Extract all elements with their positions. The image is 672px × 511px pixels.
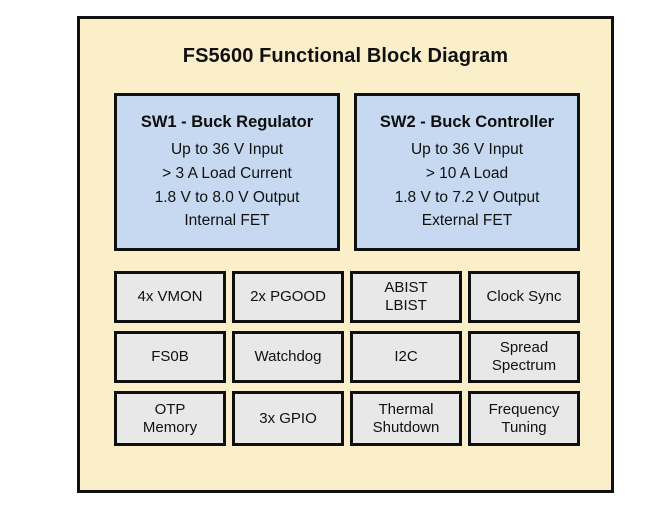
feature-block-label: FS0B bbox=[151, 348, 189, 365]
feature-block-pgood: 2x PGOOD bbox=[232, 271, 344, 323]
feature-block-label: Spread bbox=[499, 339, 549, 356]
feature-block-vmon: 4x VMON bbox=[114, 271, 226, 323]
feature-block-i2c: I2C bbox=[350, 331, 462, 383]
feature-block-label: 3x GPIO bbox=[259, 409, 317, 427]
feature-block-label: Tuning bbox=[501, 418, 547, 436]
feature-block-label: Shutdown bbox=[372, 418, 440, 436]
switcher-title-sw1: SW1 - Buck Regulator bbox=[140, 113, 314, 132]
switcher-block-sw2: SW2 - Buck Controller Up to 36 V Input > 1… bbox=[354, 93, 580, 251]
switcher-title-sw2: SW2 - Buck Controller bbox=[379, 113, 555, 132]
feature-block-label: 2x PGOOD bbox=[250, 288, 326, 305]
switcher-spec-line: > 10 A Load bbox=[425, 164, 509, 182]
feature-block-label: Memory bbox=[142, 418, 198, 436]
switcher-block-row: SW1 - Buck Regulator Up to 36 V Input > 3 … bbox=[114, 93, 580, 251]
switcher-spec-line: 1.8 V to 8.0 V Output bbox=[154, 188, 300, 206]
switcher-spec-line: Up to 36 V Input bbox=[410, 141, 524, 159]
feature-block-label: Watchdog bbox=[254, 348, 322, 365]
feature-block-fs0b: FS0B bbox=[114, 331, 226, 383]
diagram-title: FS5600 Functional Block Diagram bbox=[182, 45, 509, 67]
feature-block-label: ABIST bbox=[384, 279, 428, 296]
feature-block-label: Frequency bbox=[488, 400, 560, 418]
feature-block-label: I2C bbox=[394, 348, 418, 365]
switcher-spec-line: External FET bbox=[421, 212, 513, 230]
feature-block-label: OTP bbox=[154, 400, 186, 418]
switcher-spec-line: Internal FET bbox=[184, 212, 270, 230]
feature-block-label: 4x VMON bbox=[137, 288, 203, 305]
switcher-spec-line: Up to 36 V Input bbox=[170, 141, 284, 159]
feature-block-clock-sync: Clock Sync bbox=[468, 271, 580, 323]
functional-block-diagram-panel: FS5600 Functional Block Diagram SW1 - Bu… bbox=[77, 16, 614, 493]
feature-block-label: Clock Sync bbox=[486, 288, 562, 305]
switcher-block-sw1: SW1 - Buck Regulator Up to 36 V Input > 3 … bbox=[114, 93, 340, 251]
feature-block-label: Spectrum bbox=[491, 357, 557, 374]
feature-block-watchdog: Watchdog bbox=[232, 331, 344, 383]
feature-block-label: Thermal bbox=[378, 400, 434, 418]
feature-block-gpio: 3x GPIO bbox=[232, 391, 344, 446]
feature-block-label: LBIST bbox=[385, 297, 427, 314]
switcher-spec-line: > 3 A Load Current bbox=[162, 164, 292, 182]
switcher-spec-line: 1.8 V to 7.2 V Output bbox=[394, 188, 540, 206]
